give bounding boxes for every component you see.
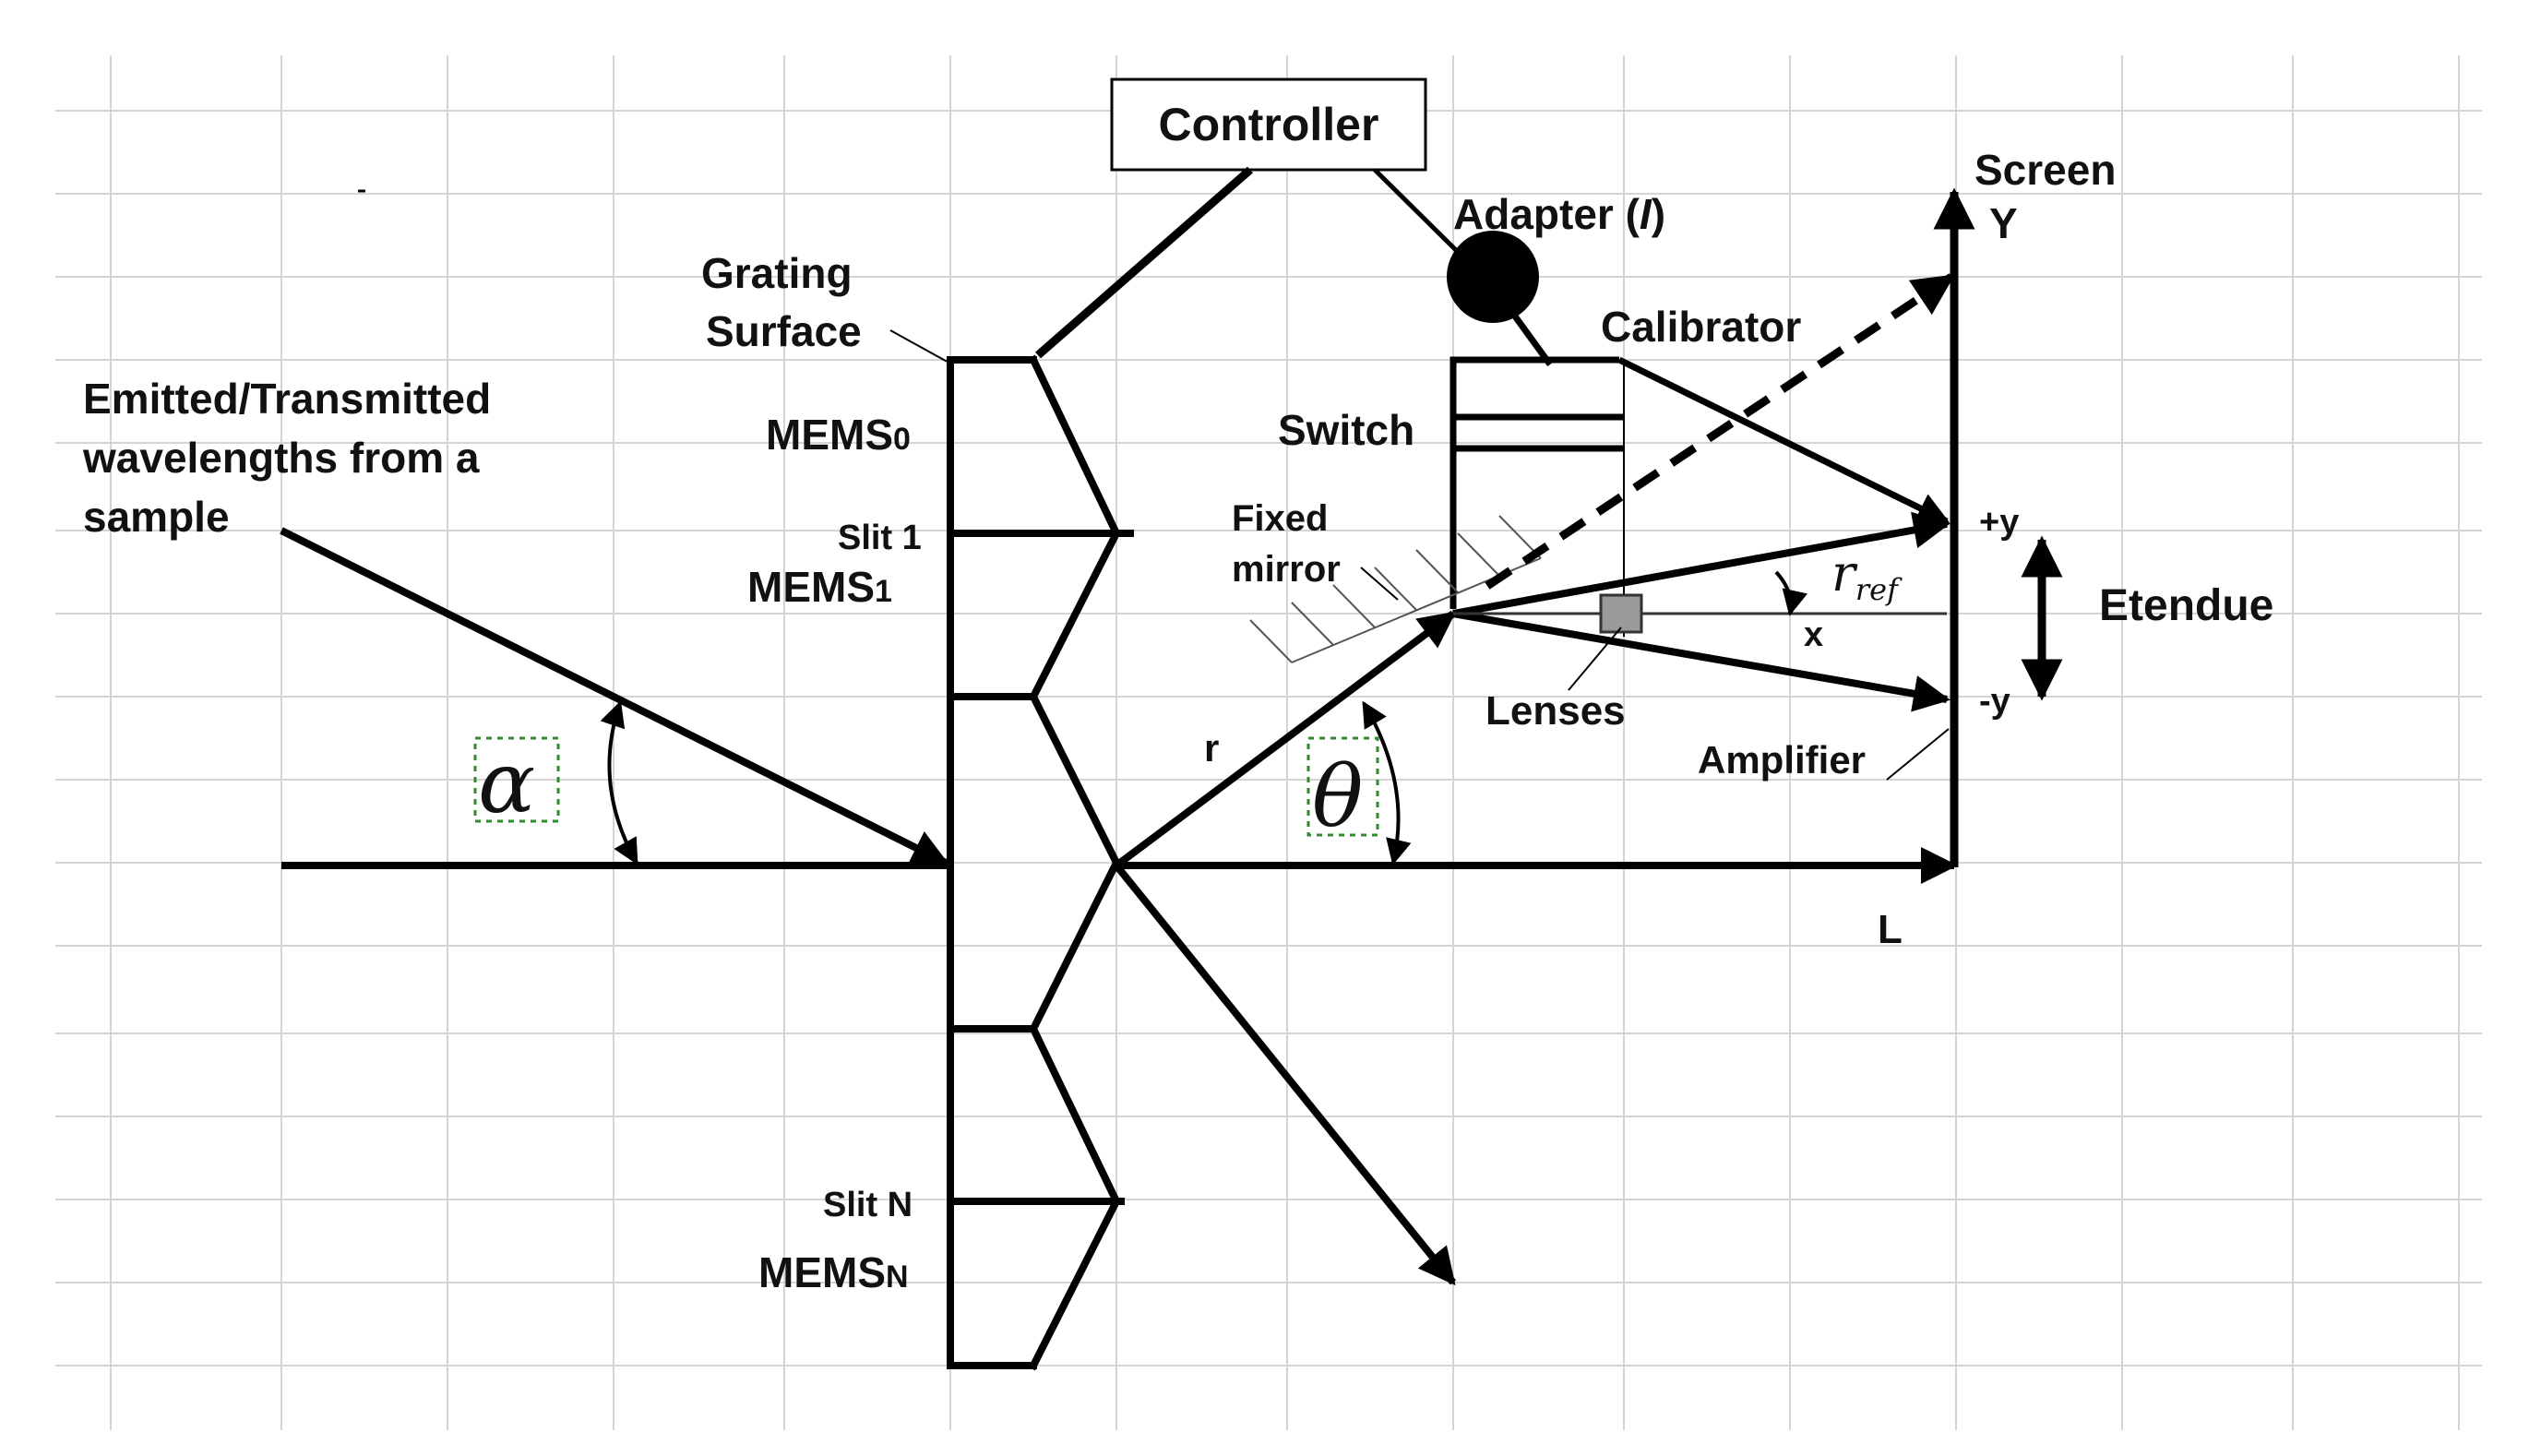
- r-ref-label: rref: [1831, 544, 1903, 607]
- grating-label-line1: Grating: [701, 249, 853, 297]
- fixed-mirror-label-line1: Fixed: [1232, 498, 1328, 539]
- r-ref-base: r: [1831, 544, 1858, 603]
- controller-wire-grating: [1035, 166, 1253, 359]
- switch-box: [1449, 356, 1624, 609]
- controller-label: Controller: [1159, 99, 1379, 150]
- mems1-label: MEMS1: [747, 563, 892, 611]
- alpha-arc: [600, 700, 638, 865]
- memsN-label: MEMSN: [758, 1248, 909, 1296]
- mems0-base: MEMS: [766, 411, 893, 459]
- mirror-pointer: [1360, 567, 1399, 601]
- lenses-box: [1599, 593, 1643, 634]
- diffracted-ray-r: [1114, 610, 1457, 869]
- alpha-symbol: α: [478, 734, 535, 832]
- minus-y-label: -y: [1979, 682, 2010, 721]
- switch-label: Switch: [1278, 406, 1414, 454]
- memsN-sub: N: [886, 1259, 909, 1295]
- plus-y-label: +y: [1979, 503, 2019, 542]
- mems0-label: MEMS0: [766, 411, 911, 459]
- background-grid: [55, 55, 2482, 1430]
- adapter-symbol: I: [1640, 190, 1652, 238]
- theta-arc: [1362, 700, 1412, 865]
- theta-highlight: [1306, 736, 1379, 837]
- calibrator-line: [1617, 356, 1950, 525]
- fixed-mirror-label-line2: mirror: [1232, 549, 1341, 590]
- memsN-base: MEMS: [758, 1248, 886, 1296]
- grating-pointer: [889, 329, 953, 365]
- adapter-dot: [1447, 231, 1539, 323]
- controller-wire-adapter: [1373, 168, 1461, 256]
- source-label-line3: sample: [83, 493, 230, 541]
- incident-ray: [280, 527, 949, 866]
- dashed-ray: [1485, 273, 1955, 590]
- etendue-label: Etendue: [2099, 581, 2273, 630]
- source-label-line1: Emitted/Transmitted: [83, 375, 491, 423]
- slitN-label: Slit N: [823, 1186, 913, 1224]
- memsN-facet: [1028, 1023, 1121, 1371]
- calibrator-label: Calibrator: [1601, 303, 1801, 351]
- ray-minus-y: [1452, 610, 1950, 712]
- alpha-highlight: [473, 736, 560, 823]
- mems0-facet: [947, 354, 1121, 700]
- r-ref-sub: ref: [1855, 572, 1903, 607]
- adapter-label-suffix: ): [1652, 190, 1665, 238]
- slit1-label: Slit 1: [838, 519, 922, 557]
- amplifier-pointer: [1886, 728, 1950, 781]
- mems0-sub: 0: [893, 422, 911, 457]
- L-label: L: [1878, 907, 1903, 952]
- amplifier-label: Amplifier: [1698, 738, 1866, 782]
- controller-box: [1110, 78, 1427, 172]
- adapter-label: Adapter (I): [1453, 190, 1665, 238]
- screen-label: Screen: [1974, 146, 2116, 194]
- diffracted-ray-down: [1113, 863, 1457, 1286]
- ray-plus-y: [1452, 511, 1950, 617]
- y-axis-label: Y: [1989, 199, 2018, 247]
- adapter-label-prefix: Adapter (: [1453, 190, 1640, 238]
- adapter-wire: [1510, 311, 1553, 367]
- mems1-base: MEMS: [747, 563, 875, 611]
- lenses-label: Lenses: [1485, 688, 1626, 734]
- grating-label-line2: Surface: [706, 307, 862, 355]
- r-label: r: [1204, 726, 1219, 770]
- mems-middle-facet: [947, 691, 1121, 1032]
- source-label-line2: wavelengths from a: [82, 434, 480, 482]
- mems1-sub: 1: [875, 574, 892, 609]
- x-label: x: [1804, 615, 1823, 654]
- theta-symbol: θ: [1312, 747, 1363, 846]
- rref-arc: [1774, 570, 1808, 616]
- lenses-pointer: [1568, 627, 1622, 691]
